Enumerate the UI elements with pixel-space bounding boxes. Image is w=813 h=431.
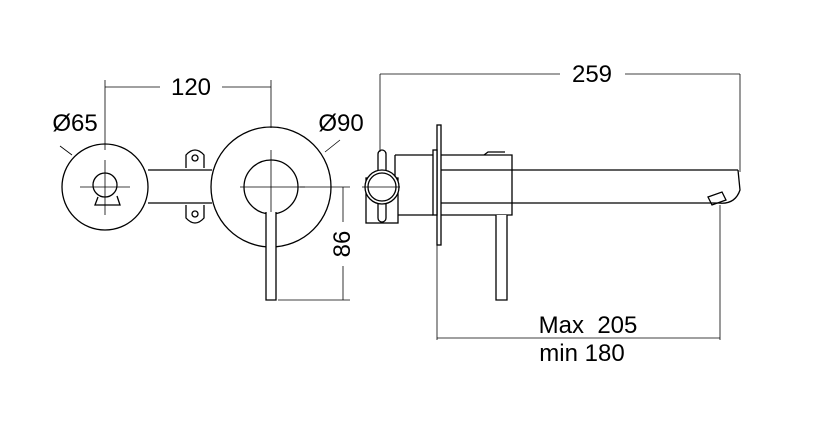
dimension-259-label: 259 [572,61,612,88]
dimension-259: 259 [379,61,741,172]
dimension-90-label: Ø90 [318,110,363,137]
dimension-120: 120 [104,74,272,150]
valve-handle [362,149,400,224]
dimension-diameter-90: Ø90 [318,110,364,153]
mixer-cover-plate [210,126,332,301]
mounting-bracket-top [185,149,205,168]
front-view [61,126,332,301]
dimension-65-label: Ø65 [52,110,97,137]
dimension-120-label: 120 [171,74,211,101]
mounting-bracket-bottom [185,205,205,224]
side-view [362,124,741,301]
dimension-diameter-65: Ø65 [52,110,98,156]
dimension-projection: Max 205 min 180 [436,205,721,367]
dimension-max-label: Max 205 [539,312,638,339]
dimension-86: 86 [278,186,356,301]
dimension-86-label: 86 [329,231,356,258]
spout-cover-plate [61,143,149,231]
dimension-min-label: min 180 [539,340,624,367]
